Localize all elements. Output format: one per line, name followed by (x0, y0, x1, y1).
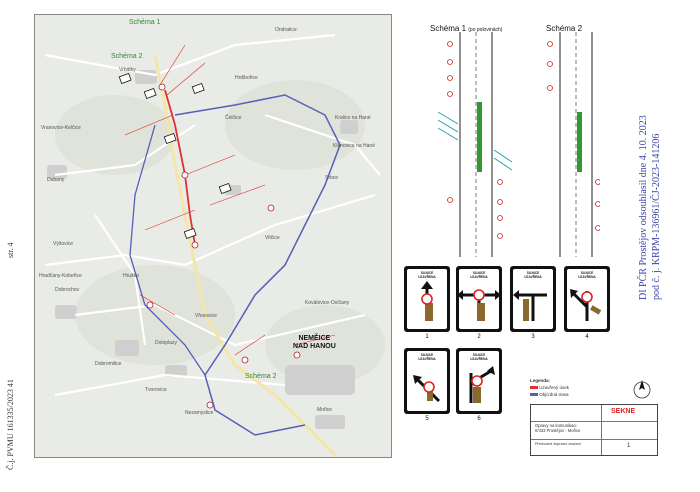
place-label: Vrbátky (119, 67, 136, 73)
place-label: Dobrochov (55, 287, 80, 293)
place-label: Hrdibořice (235, 75, 258, 81)
place-label: Čelčice (225, 115, 242, 121)
sign-4: SILNICE UZAVŘENA (564, 266, 610, 332)
project-name: Opravy na komunikaci II/433 Prostějov - … (535, 423, 581, 433)
legend-title: Legenda: (530, 378, 551, 383)
legend-item-detour: Objízdná trasa (530, 392, 569, 397)
page-number: str. 4 (6, 242, 15, 258)
approval-stamp-line1: DI PČR Prostějov odsouhlasil dne 4. 10. … (638, 115, 649, 300)
sign-arrow-icon (457, 289, 501, 321)
place-label: Vitčice (265, 235, 280, 241)
place-label: Kralice na Hané (335, 115, 371, 121)
place-label: Ondratice (275, 27, 297, 33)
sign-number: 2 (477, 334, 481, 340)
place-label: Nezamyslice (185, 410, 214, 416)
company-logo: SEKNE (611, 408, 636, 415)
approval-stamp-line2: pod č. j. KRPM-136961/ČJ-2023-141206 (651, 133, 662, 300)
place-label: Vřesovice (195, 313, 217, 319)
sign-caption: SILNICE UZAVŘENA (524, 271, 542, 279)
place-label: Klenovice na Hané (333, 143, 375, 149)
map-schema1-label: Schéma 1 (129, 19, 161, 26)
sign-caption: SILNICE UZAVŘENA (578, 271, 596, 279)
sign-1: SILNICE UZAVŘENA (404, 266, 450, 332)
detour-map: Schéma 1 Schéma 2 Schéma 2 NEMĚICE NAD H… (34, 14, 392, 458)
place-label: Tvorovice (145, 387, 167, 393)
sheet-number: 1 (627, 443, 631, 449)
sign-arrow-icon (413, 375, 441, 403)
sign-2: SILNICE UZAVŘENA (456, 266, 502, 332)
sign-number: 4 (585, 334, 589, 340)
sign-3: SILNICE UZAVŘENA (510, 266, 556, 332)
place-label: Srbce (325, 175, 339, 181)
town-label: NEMĚICE NAD HANOU (293, 335, 336, 350)
place-label: Dobromilice (95, 361, 122, 367)
sign-caption: SILNICE UZAVŘENA (470, 271, 488, 279)
sign-number: 3 (531, 334, 535, 340)
sign-6: SILNICE UZAVŘENA (456, 348, 502, 414)
place-label: Mořice (317, 407, 333, 413)
map-schema2-label: Schéma 2 (111, 53, 143, 60)
schema-drawings (437, 32, 600, 257)
sign-arrow-icon (513, 290, 547, 321)
place-label: Koválovice-Osíčany (305, 300, 350, 306)
sign-caption: SILNICE UZAVŘENA (418, 353, 436, 361)
sign-number: 6 (477, 416, 481, 422)
title-block: SEKNE Opravy na komunikaci II/433 Prostě… (530, 404, 658, 456)
compass-icon (633, 380, 651, 399)
place-label: Doloplazy (155, 340, 177, 346)
map-schema2-lower-label: Schéma 2 (245, 373, 277, 380)
sign-arrow-icon (421, 281, 433, 321)
sign-number: 5 (425, 416, 429, 422)
schema2-title: Schéma 2 (546, 24, 583, 33)
schema1-title: Schéma 1 (po polovinách) (430, 24, 503, 33)
sign-caption: SILNICE UZAVŘENA (418, 271, 436, 279)
sign-caption: SILNICE UZAVŘENA (470, 353, 488, 361)
legend-detour-swatch (530, 393, 538, 397)
drawing-name: Přechodné dopravní značení (535, 442, 581, 446)
sign-arrow-icon (570, 289, 602, 321)
reference-number: Č.j. PVMU 161335/2023 41 (6, 379, 15, 470)
place-label: Dubany (47, 177, 65, 183)
legend-item-closed: Uzavřený úsek (530, 385, 569, 390)
sign-number: 1 (425, 334, 429, 340)
place-label: Vranovice-Kelčice (41, 125, 81, 131)
map-drawing (44, 33, 385, 457)
place-label: Výšovice (53, 241, 74, 247)
place-label: Hradčany-Kobeřice (39, 273, 82, 279)
sign-arrow-icon (469, 366, 495, 403)
sign-5: SILNICE UZAVŘENA (404, 348, 450, 414)
place-label: Hruška (123, 273, 139, 279)
legend-closed-swatch (530, 386, 538, 390)
